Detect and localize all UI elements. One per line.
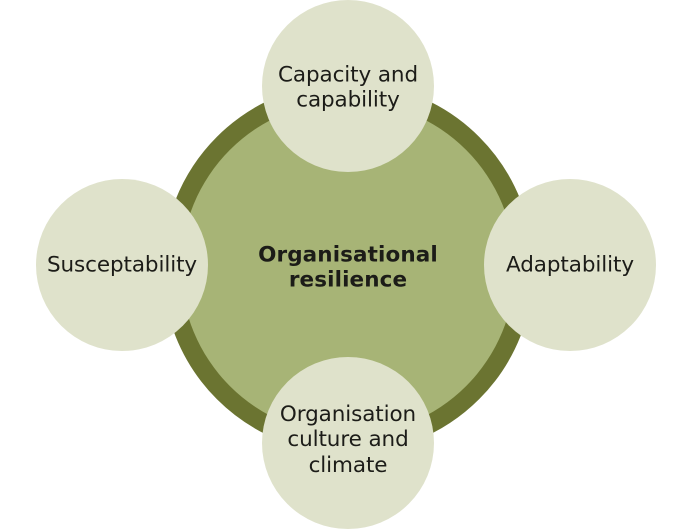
satellite-circle-top[interactable] — [262, 0, 434, 172]
satellite-circle-bottom[interactable] — [262, 357, 434, 529]
satellite-circle-left[interactable] — [36, 179, 208, 351]
hub-disc — [181, 101, 515, 435]
satellite-circle-right[interactable] — [484, 179, 656, 351]
